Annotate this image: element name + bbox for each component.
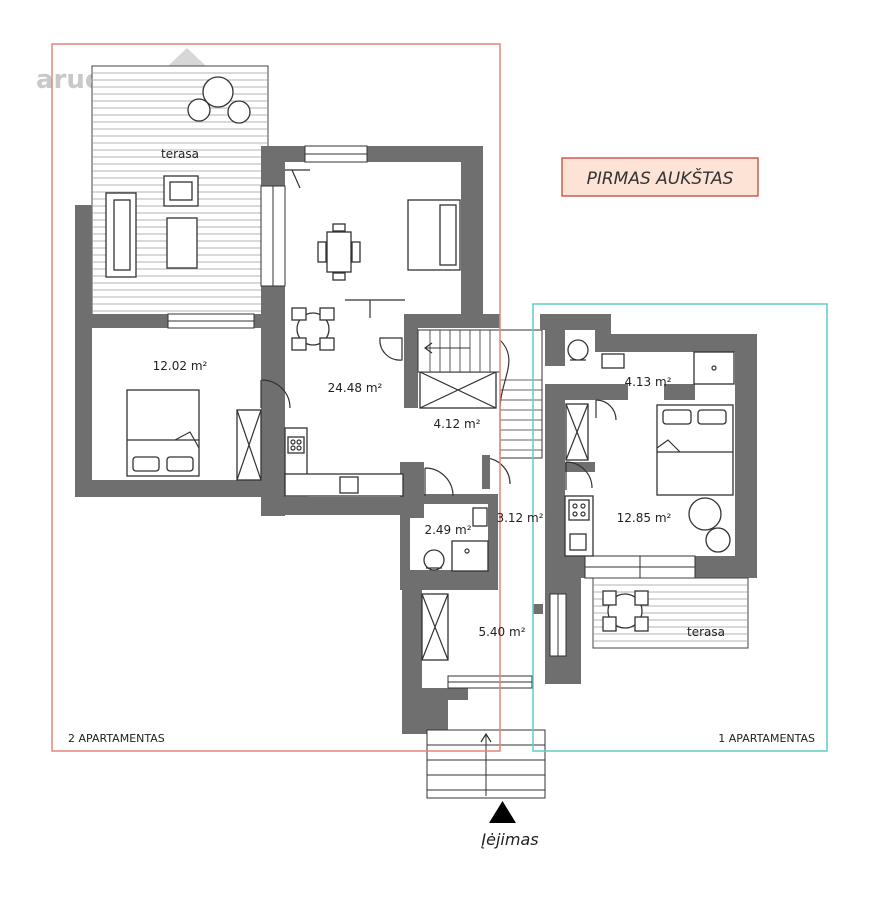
coffee-table-icon: [166, 217, 198, 269]
room-label-corridor: 3.12 m²: [496, 511, 543, 525]
round-table-icon: [688, 497, 722, 531]
dining-table-icon: [326, 231, 352, 273]
apartment-2-outline: [51, 43, 501, 752]
sink-icon: [472, 507, 488, 527]
chair-icon: [602, 590, 617, 606]
toilet-icon: [423, 549, 445, 571]
room-labels: 12.02 m² 24.48 m² 4.12 m² 2.49 m² 3.12 m…: [153, 359, 672, 639]
apartment-1-outline: [532, 303, 828, 752]
chair-icon: [705, 527, 731, 553]
round-table-icon: [296, 312, 330, 346]
room-label-terrace-right: terasa: [687, 625, 725, 639]
floor-title-text: PIRMAS AUKŠTAS: [587, 167, 734, 189]
room-label-bath-right: 4.13 m²: [624, 375, 671, 389]
chair-icon: [602, 616, 617, 632]
studio-right-furniture: [564, 403, 734, 557]
sink-icon: [601, 353, 625, 369]
round-table-icon: [202, 76, 234, 108]
room-label-vestibule: 5.40 m²: [478, 625, 525, 639]
windows-left: [167, 145, 368, 329]
room-label-bath-left: 2.49 m²: [424, 523, 471, 537]
room-label-terrace-left: terasa: [161, 147, 199, 161]
sink-icon: [569, 533, 587, 551]
door-swing: [285, 169, 310, 189]
bedroom-left-furniture: [126, 389, 200, 477]
floor-title-box: [561, 157, 759, 197]
shower-icon: [693, 351, 735, 385]
room-label-bedroom-left: 12.02 m²: [153, 359, 208, 373]
apartment-1-label: 1 APARTAMENTAS: [718, 732, 815, 745]
chair-icon: [227, 100, 251, 124]
room-label-studio-right: 12.85 m²: [617, 511, 672, 525]
entrance-label: Įėjimas: [480, 830, 538, 849]
watermark-roof-icon: [168, 48, 206, 66]
arrow-up-icon: [480, 732, 492, 743]
shower-icon: [451, 540, 489, 572]
living-furniture: [236, 169, 497, 497]
chair-icon: [634, 590, 649, 606]
stove-icon: [287, 436, 305, 454]
stove-icon: [568, 499, 590, 521]
toilet-icon: [567, 339, 589, 361]
bath-right-fixtures: [567, 339, 735, 421]
terrace-right: terasa: [592, 577, 749, 649]
sink-icon: [339, 476, 359, 494]
apartment-2-label: 2 APARTAMENTAS: [68, 732, 165, 745]
entrance-triangle-icon: [489, 801, 516, 823]
terrace-left: terasa: [91, 65, 269, 321]
chair-icon: [187, 98, 211, 122]
door-swing: [379, 337, 403, 361]
entrance-stairs: [426, 729, 546, 823]
bath-left-fixtures: [423, 507, 489, 572]
room-label-hall: 4.12 m²: [433, 417, 480, 431]
floor-title: PIRMAS AUKŠTAS: [561, 157, 759, 197]
windows-right: [549, 384, 696, 657]
staircase: [417, 329, 543, 459]
room-label-living: 24.48 m²: [328, 381, 383, 395]
chair-icon: [634, 616, 649, 632]
